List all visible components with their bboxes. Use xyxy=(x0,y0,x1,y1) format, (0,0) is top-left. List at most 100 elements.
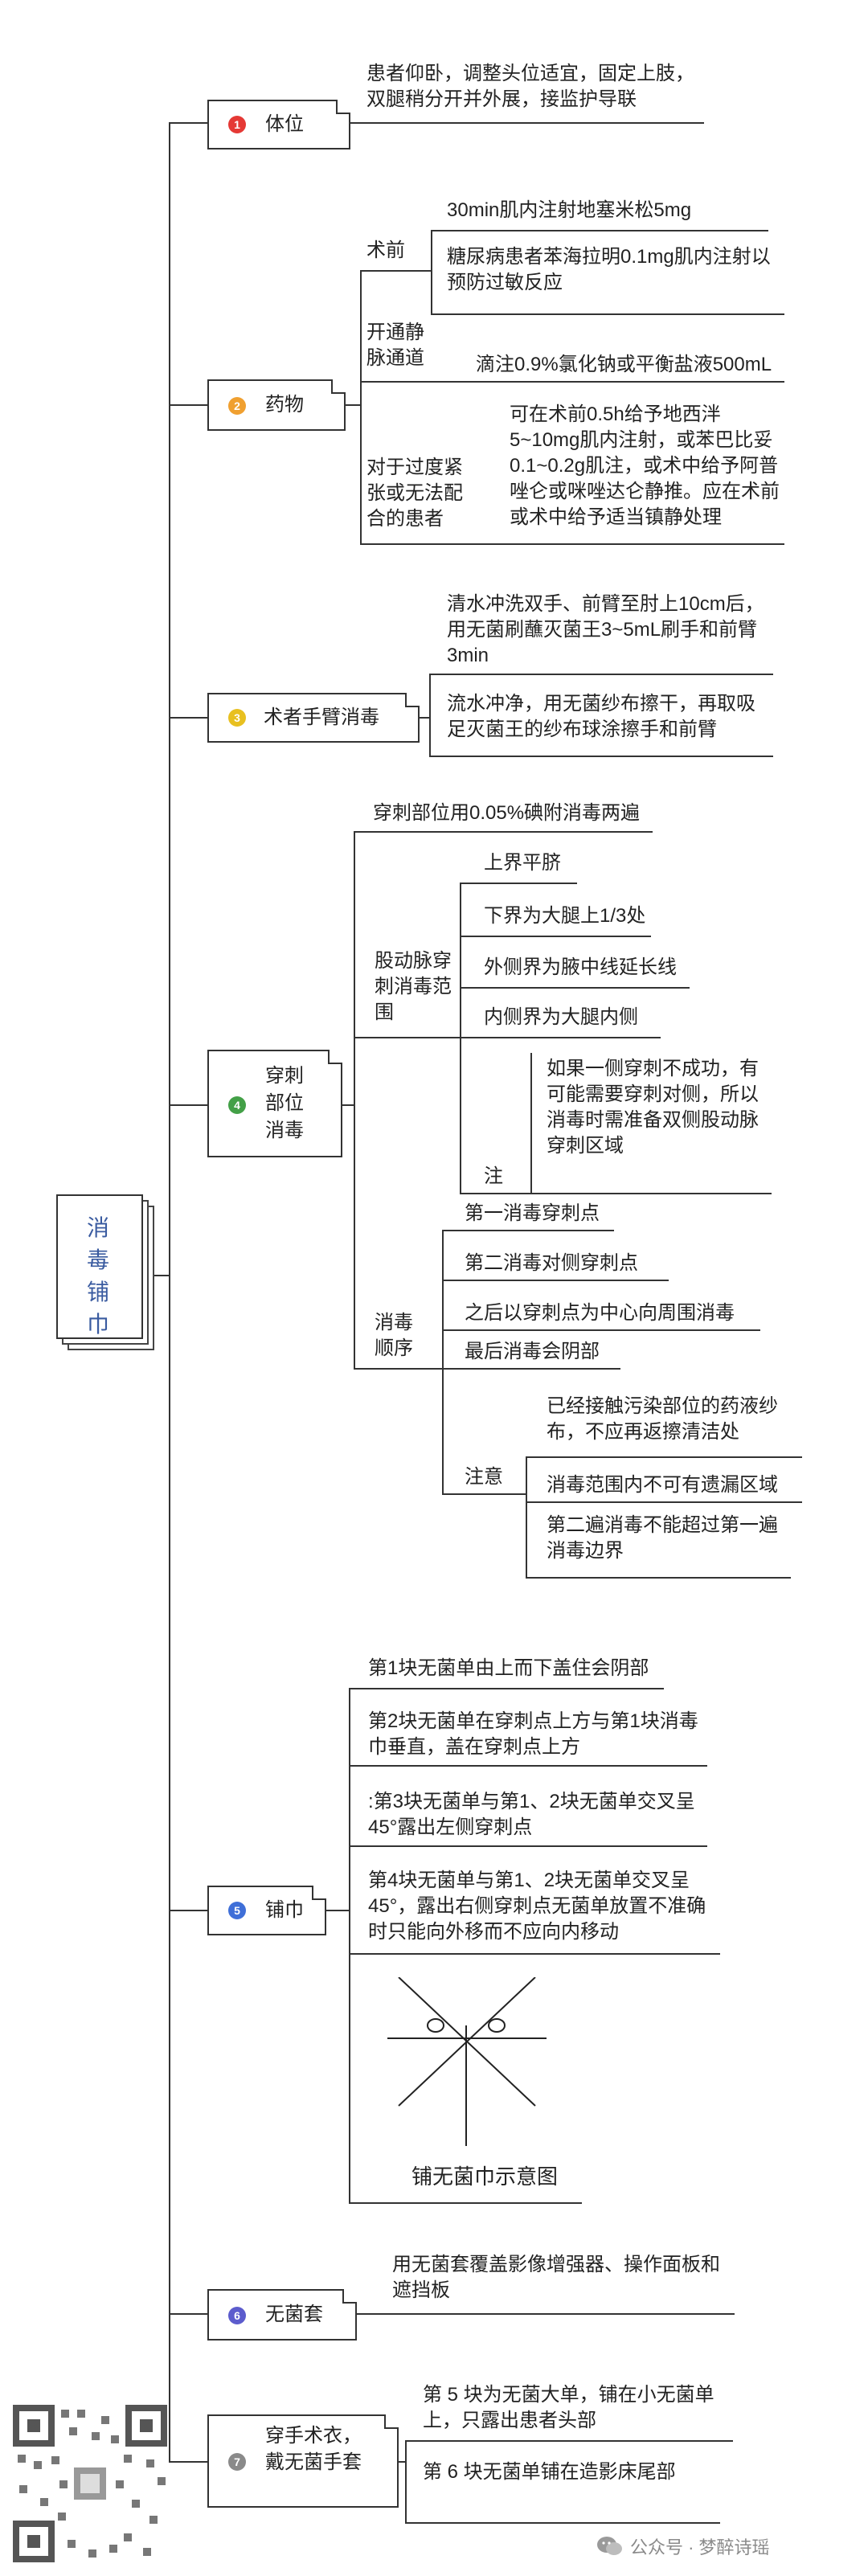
b2-preop-line xyxy=(360,270,431,272)
b1-connector xyxy=(169,122,209,124)
b2-preop-spine xyxy=(431,230,432,313)
b1-underline xyxy=(350,122,704,124)
b2-preop-item-1-line xyxy=(431,230,768,231)
b4-range-item-3-line xyxy=(460,987,690,989)
b4-order-note-3: 第二遍消毒不能超过第一遍消毒边界 xyxy=(547,1514,778,1562)
b5-item-4-line xyxy=(349,1953,720,1955)
b7-item-1-line xyxy=(405,2440,733,2442)
b5-item-3-line xyxy=(349,1845,707,1847)
b5-label: 铺巾 xyxy=(265,1899,304,1921)
b5-node[interactable]: 5 铺巾 xyxy=(207,1886,326,1935)
fold-corner-icon xyxy=(328,1050,342,1064)
b2-out xyxy=(346,404,360,406)
b3-item-2: 流水冲净，用无菌纱布擦干，再取吸足灭菌王的纱布球涂擦手和前臂 xyxy=(447,693,755,740)
b5-item-4: 第4块无菌单与第1、2块无菌单交叉呈45°，露出右侧穿刺点无菌单放置不准确时只能… xyxy=(368,1870,706,1943)
b4-range-item-4: 内侧界为大腿内侧 xyxy=(484,1006,638,1028)
b4-order-item-2: 第二消毒对侧穿刺点 xyxy=(465,1252,638,1274)
b6-text: 用无菌套覆盖影像增强器、操作面板和遮挡板 xyxy=(392,2254,720,2301)
b7-item-1: 第 5 块为无菌大单，铺在小无菌单上，只露出患者头部 xyxy=(423,2384,714,2431)
b4-range-note-spine xyxy=(530,1053,532,1193)
trunk-line xyxy=(169,122,170,2461)
b2-preop-item-2: 糖尿病患者苯海拉明0.1mg肌内注射以预防过敏反应 xyxy=(447,246,771,293)
fold-corner-icon xyxy=(312,1886,326,1900)
b4-order-item-3: 之后以穿刺点为中心向周围消毒 xyxy=(465,1302,735,1324)
b2-nervous-text: 可在术前0.5h给予地西泮5~10mg肌内注射，或苯巴比妥0.1~0.2g肌注，… xyxy=(510,403,780,528)
b2-nervous-label: 对于过度紧张或无法配合的患者 xyxy=(366,457,463,530)
b7-item-2-line xyxy=(405,2522,720,2524)
b4-order-note-spine xyxy=(526,1456,527,1577)
b2-preop-item-2-line xyxy=(431,313,784,315)
number-badge-icon: 3 xyxy=(228,709,246,727)
b2-label: 药物 xyxy=(265,394,304,416)
b5-item-1-line xyxy=(349,1688,664,1689)
b4-range-note-line xyxy=(460,1193,772,1194)
fold-corner-icon xyxy=(336,100,350,114)
b7-node[interactable]: 7 穿手术衣，戴无菌手套 xyxy=(207,2414,399,2508)
b4-range-item-3: 外侧界为腋中线延长线 xyxy=(484,956,677,978)
b4-order-item-2-line xyxy=(442,1280,669,1281)
b1-text: 患者仰卧，调整头位适宜，固定上肢，双腿稍分开并外展，接监护导联 xyxy=(366,63,694,110)
b4-range-label: 股动脉穿刺消毒范围 xyxy=(375,950,452,1023)
b4-order-item-3-line xyxy=(442,1329,760,1331)
b3-item-1-line xyxy=(429,674,773,675)
b2-node[interactable]: 2 药物 xyxy=(207,379,346,431)
b4-range-line xyxy=(354,1037,460,1038)
b4-order-note-line xyxy=(442,1493,526,1495)
root-node[interactable]: 消毒铺巾 xyxy=(56,1194,143,1339)
b4-range-item-4-line xyxy=(460,1037,661,1038)
fold-corner-icon xyxy=(384,2414,399,2429)
b5-item-1: 第1块无菌单由上而下盖住会阴部 xyxy=(368,1657,649,1679)
b3-connector xyxy=(169,717,209,719)
watermark: 公众号 · 梦醉诗瑶 xyxy=(596,2533,770,2559)
b4-order-item-4-line xyxy=(442,1368,620,1370)
b5-item-2: 第2块无菌单在穿刺点上方与第1块消毒巾垂直，盖在穿刺点上方 xyxy=(368,1710,698,1758)
number-badge-icon: 2 xyxy=(228,397,246,415)
b5-bottom-line xyxy=(349,2202,582,2204)
b5-out xyxy=(326,1910,349,1911)
b7-connector xyxy=(169,2461,209,2463)
b4-first-text: 穿刺部位用0.05%碘附消毒两遍 xyxy=(373,802,641,824)
b3-item-2-line xyxy=(429,756,773,757)
b7-label: 穿手术衣，戴无菌手套 xyxy=(265,2425,362,2473)
b1-node[interactable]: 1 体位 xyxy=(207,100,350,149)
b6-node[interactable]: 6 无菌套 xyxy=(207,2289,357,2341)
root-label: 消毒铺巾 xyxy=(86,1215,109,1337)
b4-first-line xyxy=(354,831,653,833)
b4-range-item-1-line xyxy=(460,883,577,884)
qr-code-icon xyxy=(11,2403,169,2564)
b4-range-note-text: 如果一侧穿刺不成功，有可能需要穿刺对侧，所以消毒时需准备双侧股动脉穿刺区域 xyxy=(547,1058,759,1157)
b5-spine xyxy=(349,1688,350,2202)
b5-diagram-caption: 铺无菌巾示意图 xyxy=(411,2164,559,2189)
b2-preop-label: 术前 xyxy=(366,240,405,261)
watermark-text: 公众号 · 梦醉诗瑶 xyxy=(630,2537,770,2558)
wechat-icon xyxy=(597,2537,622,2555)
b4-order-item-1-line xyxy=(442,1230,614,1231)
b4-out xyxy=(342,1104,354,1106)
b4-order-spine xyxy=(442,1230,444,1493)
b2-preop-item-1: 30min肌内注射地塞米松5mg xyxy=(447,199,692,221)
b6-label: 无菌套 xyxy=(265,2304,323,2325)
b4-order-label: 消毒顺序 xyxy=(375,1312,413,1359)
b2-iv-label: 开通静脉通道 xyxy=(366,321,424,369)
b4-order-note-1: 已经接触污染部位的药液纱布，不应再返擦清洁处 xyxy=(547,1395,778,1443)
b7-item-2: 第 6 块无菌单铺在造影床尾部 xyxy=(423,2461,676,2483)
fold-corner-icon xyxy=(331,379,346,394)
b4-label: 穿刺部位消毒 xyxy=(265,1065,304,1141)
b4-order-item-1: 第一消毒穿刺点 xyxy=(465,1202,600,1224)
b6-underline xyxy=(357,2313,735,2315)
b3-out xyxy=(420,717,429,719)
b4-order-note-3-line xyxy=(526,1577,791,1579)
b2-iv-text: 滴注0.9%氯化钠或平衡盐液500mL xyxy=(476,354,772,375)
number-badge-icon: 7 xyxy=(228,2453,246,2471)
b4-order-item-4: 最后消毒会阴部 xyxy=(465,1341,600,1362)
b4-order-note-1-line xyxy=(526,1456,802,1458)
b4-order-note-label: 注意 xyxy=(465,1466,503,1488)
fold-corner-icon xyxy=(342,2289,357,2304)
b3-node[interactable]: 3 术者手臂消毒 xyxy=(207,693,420,743)
b6-connector xyxy=(169,2313,209,2315)
number-badge-icon: 6 xyxy=(228,2307,246,2324)
b2-nervous-line xyxy=(360,543,784,545)
b3-label: 术者手臂消毒 xyxy=(264,706,379,728)
b4-node[interactable]: 4 穿刺部位消毒 xyxy=(207,1050,342,1157)
drape-sketch xyxy=(387,1977,547,2146)
